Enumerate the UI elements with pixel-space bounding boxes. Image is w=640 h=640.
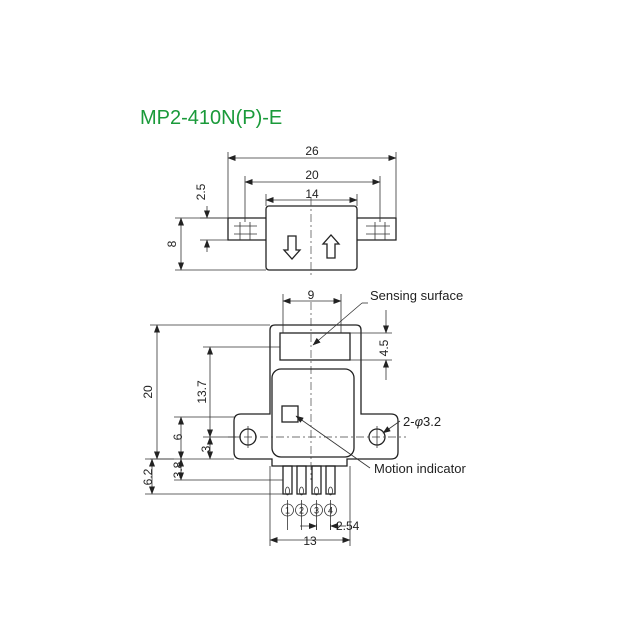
dim-13-7: 13.7 xyxy=(195,380,209,404)
inner-window xyxy=(271,368,355,458)
sensing-surface-label: Sensing surface xyxy=(370,288,463,303)
dim-8: 8 xyxy=(165,240,179,247)
pin-4-marker xyxy=(324,503,337,517)
front-body xyxy=(233,324,399,467)
dim-20-vertical: 20 xyxy=(141,385,155,399)
drawing-title: MP2-410N(P)-E xyxy=(140,107,282,129)
mount-hole-label: 2-φ3.2 xyxy=(403,414,441,429)
pin-2-marker xyxy=(295,503,308,517)
dim-14: 14 xyxy=(305,187,319,201)
pins xyxy=(282,465,336,530)
dim-6: 6 xyxy=(171,433,185,440)
svg-text:3: 3 xyxy=(314,506,319,516)
sensing-window xyxy=(279,332,351,361)
dim-9: 9 xyxy=(308,288,315,302)
up-arrow-icon xyxy=(321,234,341,259)
dim-26: 26 xyxy=(305,144,319,158)
dim-20-top: 20 xyxy=(305,168,319,182)
dim-13: 13 xyxy=(303,534,317,548)
svg-text:4: 4 xyxy=(328,506,333,516)
pin-3-marker xyxy=(310,503,323,517)
pin-1-marker xyxy=(281,503,294,517)
top-right-flange xyxy=(357,217,397,241)
front-view: 1 2 3 4 9 4.5 Sensing surface Motion ind… xyxy=(141,288,466,548)
dim-4-5: 4.5 xyxy=(377,339,391,356)
svg-text:1: 1 xyxy=(285,506,290,516)
motion-indicator-led xyxy=(281,405,299,423)
dim-6-2: 6.2 xyxy=(141,468,155,485)
dim-3: 3 xyxy=(199,445,213,452)
dim-3-8: 3.8 xyxy=(171,461,185,478)
top-left-flange xyxy=(227,217,266,241)
down-arrow-icon xyxy=(282,235,302,260)
top-body xyxy=(265,205,358,271)
dim-2-54: 2.54 xyxy=(336,519,360,533)
motion-indicator-label: Motion indicator xyxy=(374,461,466,476)
top-view: 26 20 14 2.5 8 xyxy=(165,144,397,276)
svg-text:2: 2 xyxy=(299,506,304,516)
dim-2-5: 2.5 xyxy=(194,183,208,200)
